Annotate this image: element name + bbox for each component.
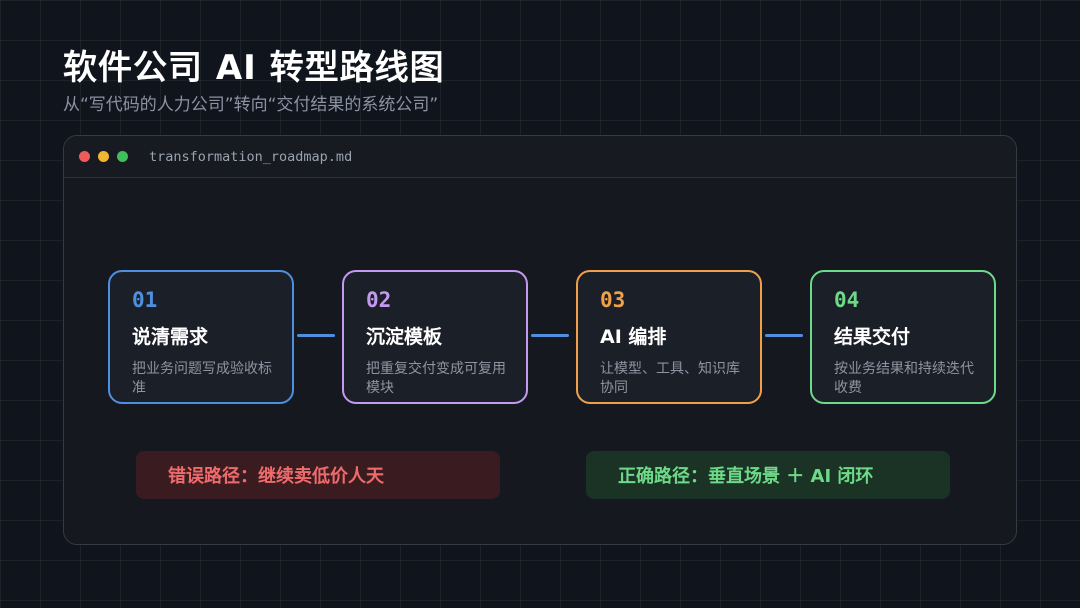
step-connector — [765, 334, 803, 337]
page-subtitle: 从“写代码的人力公司”转向“交付结果的系统公司” — [63, 95, 439, 115]
step-number: 01 — [132, 288, 158, 312]
step-card-04: 04 结果交付 按业务结果和持续迭代收费 — [810, 270, 996, 404]
step-card-03: 03 AI 编排 让模型、工具、知识库协同 — [576, 270, 762, 404]
minimize-dot-icon[interactable] — [98, 151, 109, 162]
step-description: 让模型、工具、知识库协同 — [600, 361, 740, 396]
step-number: 04 — [834, 288, 860, 312]
page-title: 软件公司 AI 转型路线图 — [63, 48, 445, 88]
maximize-dot-icon[interactable] — [117, 151, 128, 162]
step-number: 03 — [600, 288, 626, 312]
close-dot-icon[interactable] — [79, 151, 90, 162]
right-path-banner: 正确路径：垂直场景 ＋ AI 闭环 — [586, 451, 950, 499]
step-name: 沉淀模板 — [366, 326, 443, 348]
window-titlebar: transformation_roadmap.md — [64, 136, 1016, 178]
wrong-path-banner: 错误路径：继续卖低价人天 — [136, 451, 500, 499]
step-description: 把业务问题写成验收标准 — [132, 361, 272, 396]
step-name: 说清需求 — [132, 326, 209, 348]
step-connector — [297, 334, 335, 337]
step-description: 把重复交付变成可复用模块 — [366, 361, 506, 396]
roadmap-window: transformation_roadmap.md 01 说清需求 把业务问题写… — [63, 135, 1017, 545]
step-card-02: 02 沉淀模板 把重复交付变成可复用模块 — [342, 270, 528, 404]
right-path-text: 正确路径：垂直场景 ＋ AI 闭环 — [618, 466, 874, 487]
step-number: 02 — [366, 288, 392, 312]
step-connector — [531, 334, 569, 337]
step-card-01: 01 说清需求 把业务问题写成验收标准 — [108, 270, 294, 404]
step-description: 按业务结果和持续迭代收费 — [834, 361, 974, 396]
wrong-path-text: 错误路径：继续卖低价人天 — [168, 466, 384, 487]
step-name: AI 编排 — [600, 326, 667, 348]
window-filename: transformation_roadmap.md — [149, 148, 353, 165]
step-name: 结果交付 — [834, 326, 911, 348]
